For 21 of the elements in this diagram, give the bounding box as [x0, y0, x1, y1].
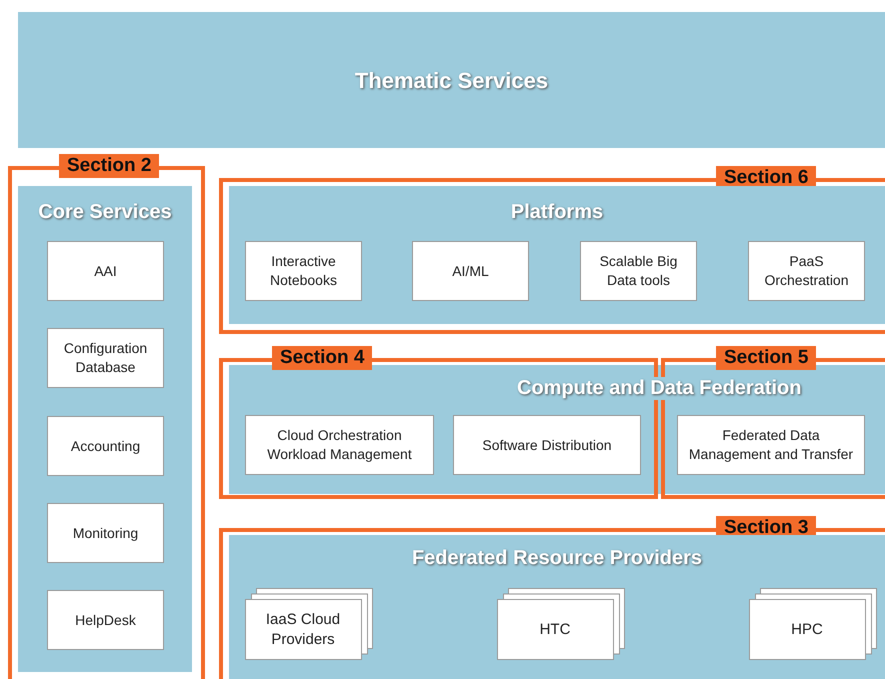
- service-box: Cloud Orchestration Workload Management: [245, 415, 434, 475]
- service-box: Configuration Database: [47, 328, 164, 388]
- service-box: HelpDesk: [47, 590, 164, 650]
- service-box: AI/ML: [412, 241, 529, 301]
- service-box: AAI: [47, 241, 164, 301]
- layer-title: Federated Resource Providers: [410, 547, 704, 570]
- layer-title: Thematic Services: [354, 68, 550, 94]
- section-tag: Section 5: [716, 346, 816, 370]
- layer-title: Platforms: [510, 201, 604, 224]
- service-box: PaaS Orchestration: [748, 241, 865, 301]
- service-layer-band: [18, 12, 885, 148]
- service-box: Federated Data Management and Transfer: [677, 415, 865, 475]
- service-box: Accounting: [47, 416, 164, 476]
- service-box: Software Distribution: [453, 415, 641, 475]
- service-layer-band: [18, 186, 192, 672]
- service-box: Scalable Big Data tools: [580, 241, 697, 301]
- layer-title: Core Services: [37, 201, 173, 224]
- service-box: Monitoring: [47, 503, 164, 563]
- service-box: Interactive Notebooks: [245, 241, 362, 301]
- section-tag: Section 2: [59, 154, 160, 178]
- section-tag: Section 4: [272, 346, 372, 370]
